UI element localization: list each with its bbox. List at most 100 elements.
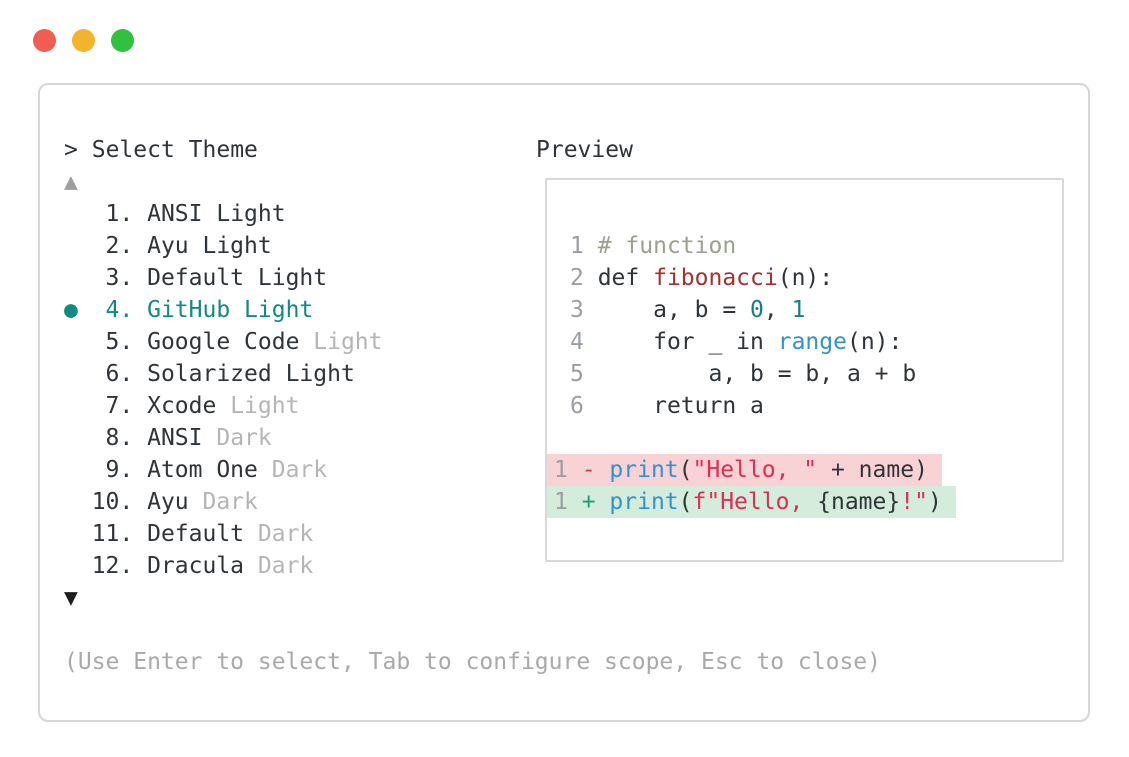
theme-list-item-ansi-light[interactable]: 1. ANSI Light bbox=[64, 198, 383, 230]
selected-bullet-icon: ● bbox=[64, 297, 92, 323]
theme-item-suffix: Light bbox=[257, 265, 328, 291]
code-token-plain: def bbox=[597, 265, 654, 291]
theme-list-item-google-code-light[interactable]: 5. Google Code Light bbox=[64, 326, 383, 358]
code-token-builtin: range bbox=[777, 329, 847, 355]
bullet-placeholder bbox=[64, 265, 92, 291]
code-line: 5 a, b = b, a + b bbox=[570, 358, 1062, 390]
code-token-num: 1 bbox=[791, 297, 806, 323]
theme-item-number: 7. bbox=[91, 393, 148, 419]
picker-title: Select Theme bbox=[91, 137, 258, 163]
bullet-placeholder bbox=[64, 425, 92, 451]
preview-label: Preview bbox=[536, 137, 633, 163]
theme-list-item-ayu-light[interactable]: 2. Ayu Light bbox=[64, 230, 383, 262]
bullet-placeholder bbox=[64, 393, 92, 419]
theme-item-number: 9. bbox=[91, 457, 148, 483]
theme-item-suffix: Dark bbox=[202, 489, 258, 515]
window-controls bbox=[33, 29, 134, 52]
theme-item-suffix: Dark bbox=[257, 521, 314, 547]
theme-list-item-github-light[interactable]: ● 4. GitHub Light bbox=[64, 294, 383, 326]
theme-item-suffix: Light bbox=[216, 201, 286, 227]
theme-list-item-xcode-light[interactable]: 7. Xcode Light bbox=[64, 390, 383, 422]
code-line: 4 for _ in range(n): bbox=[570, 326, 1062, 358]
code-line: 6 return a bbox=[570, 390, 1062, 422]
theme-item-number: 4. bbox=[91, 297, 148, 323]
prompt-caret-icon: > bbox=[64, 137, 78, 163]
scroll-up-icon[interactable]: ▲ bbox=[64, 169, 78, 195]
theme-item-name: ANSI bbox=[147, 201, 217, 227]
theme-list-item-default-dark[interactable]: 11. Default Dark bbox=[64, 518, 383, 550]
code-line: 3 a, b = 0, 1 bbox=[570, 294, 1062, 326]
bullet-placeholder bbox=[64, 329, 92, 355]
line-number: 1 bbox=[554, 457, 582, 483]
diff-line-added: 1 + print(f"Hello, {name}!") bbox=[547, 486, 956, 518]
bullet-placeholder bbox=[64, 553, 92, 579]
bullet-placeholder bbox=[64, 233, 92, 259]
bullet-placeholder bbox=[64, 521, 92, 547]
code-token-plain: (n): bbox=[846, 329, 903, 355]
theme-list-item-ayu-dark[interactable]: 10. Ayu Dark bbox=[64, 486, 383, 518]
theme-item-suffix: Light bbox=[202, 233, 272, 259]
line-number: 5 bbox=[570, 361, 598, 387]
line-number: 4 bbox=[570, 329, 598, 355]
code-token-plain: ( bbox=[678, 457, 693, 483]
code-line: 2 def fibonacci(n): bbox=[570, 262, 1062, 294]
theme-list-item-ansi-dark[interactable]: 8. ANSI Dark bbox=[64, 422, 383, 454]
code-token-string: f"Hello, bbox=[692, 489, 818, 515]
diff-plus-icon: + bbox=[581, 489, 610, 515]
theme-list-column: > Select Theme ▲ 1. ANSI Light 2. Ayu Li… bbox=[64, 134, 383, 614]
code-token-plain: (n): bbox=[777, 265, 834, 291]
code-token-plain: a, b = b, a + b bbox=[597, 361, 917, 387]
code-line: 1 # function bbox=[570, 230, 1062, 262]
theme-item-number: 6. bbox=[91, 361, 148, 387]
theme-item-suffix: Light bbox=[285, 361, 355, 387]
code-token-comment: # function bbox=[597, 233, 737, 259]
theme-item-name: Xcode bbox=[147, 393, 231, 419]
zoom-button-icon[interactable] bbox=[111, 29, 134, 52]
code-token-plain: a, b = bbox=[597, 297, 751, 323]
theme-list: 1. ANSI Light 2. Ayu Light 3. Default Li… bbox=[64, 198, 383, 582]
diff-line-removed: 1 - print("Hello, " + name) bbox=[547, 454, 942, 486]
line-number: 3 bbox=[570, 297, 598, 323]
theme-list-item-atom-one-dark[interactable]: 9. Atom One Dark bbox=[64, 454, 383, 486]
close-button-icon[interactable] bbox=[33, 29, 56, 52]
theme-list-item-solarized-light[interactable]: 6. Solarized Light bbox=[64, 358, 383, 390]
code-token-plain: ) bbox=[927, 489, 942, 515]
line-number: 1 bbox=[554, 489, 582, 515]
theme-picker-panel: > Select Theme ▲ 1. ANSI Light 2. Ayu Li… bbox=[38, 83, 1090, 722]
theme-item-suffix: Dark bbox=[257, 553, 314, 579]
code-token-string: "Hello, " bbox=[692, 457, 818, 483]
code-token-string: !" bbox=[900, 489, 928, 515]
theme-item-number: 2. bbox=[91, 233, 148, 259]
theme-item-suffix: Dark bbox=[216, 425, 272, 451]
theme-item-name: Ayu bbox=[147, 489, 203, 515]
theme-list-item-default-light[interactable]: 3. Default Light bbox=[64, 262, 383, 294]
code-token-plain: {name} bbox=[817, 489, 901, 515]
picker-header: > Select Theme bbox=[64, 134, 383, 166]
code-token-plain: , bbox=[763, 297, 792, 323]
code-token-builtin: print bbox=[609, 457, 679, 483]
theme-item-number: 11. bbox=[91, 521, 148, 547]
theme-item-name: ANSI bbox=[147, 425, 217, 451]
theme-item-number: 1. bbox=[91, 201, 148, 227]
code-token-plain: ( bbox=[678, 489, 693, 515]
code-token-num: 0 bbox=[750, 297, 764, 323]
theme-item-suffix: Light bbox=[230, 393, 300, 419]
line-number: 6 bbox=[570, 393, 598, 419]
keyboard-hint: (Use Enter to select, Tab to configure s… bbox=[64, 649, 881, 675]
code-token-plain: for _ in bbox=[597, 329, 778, 355]
line-number: 2 bbox=[570, 265, 598, 291]
theme-item-number: 12. bbox=[91, 553, 148, 579]
theme-item-name: Default bbox=[147, 265, 258, 291]
theme-item-suffix: Dark bbox=[271, 457, 328, 483]
theme-item-name: GitHub bbox=[147, 297, 245, 323]
theme-list-item-dracula-dark[interactable]: 12. Dracula Dark bbox=[64, 550, 383, 582]
theme-item-suffix: Light bbox=[313, 329, 383, 355]
diff-snippet: 1 - print("Hello, " + name)1 + print(f"H… bbox=[547, 422, 1062, 518]
minimize-button-icon[interactable] bbox=[72, 29, 95, 52]
scroll-down-icon[interactable]: ▼ bbox=[64, 585, 78, 611]
theme-item-name: Default bbox=[147, 521, 258, 547]
bullet-placeholder bbox=[64, 489, 92, 515]
theme-item-number: 10. bbox=[91, 489, 148, 515]
